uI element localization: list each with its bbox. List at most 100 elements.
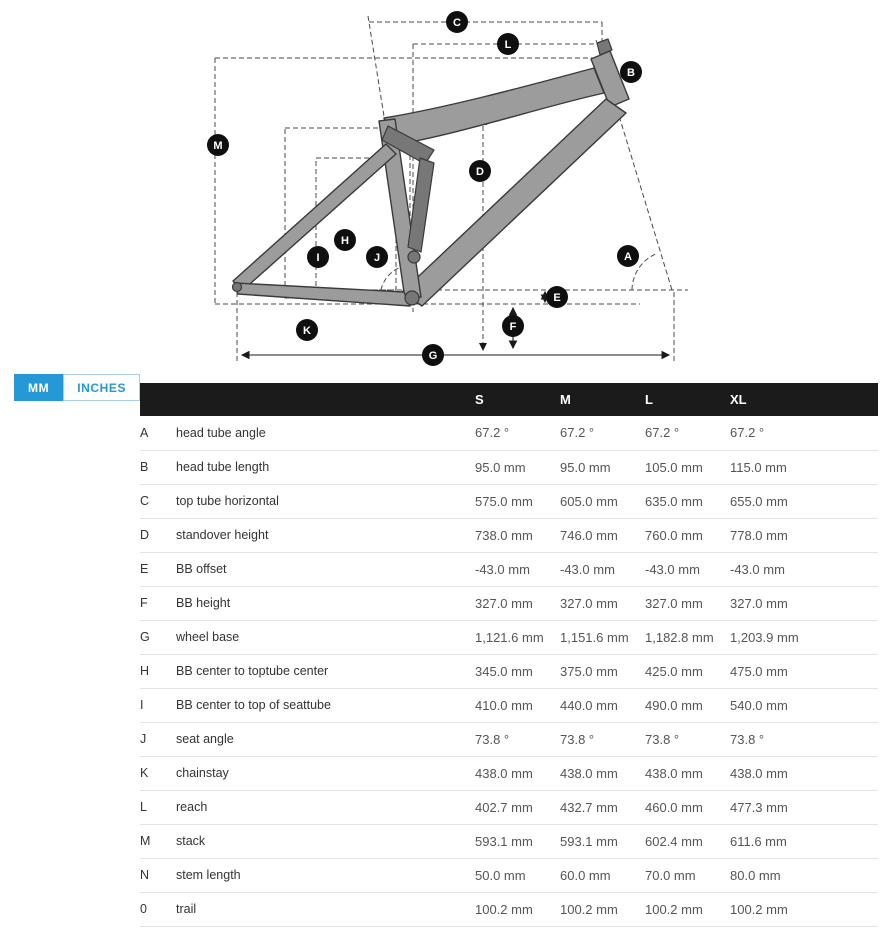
row-letter: G [140, 620, 176, 655]
column-header-xl: XL [730, 383, 878, 416]
diagram-label-text: D [476, 166, 484, 178]
row-value-s: 738.0 mm [475, 518, 560, 553]
row-letter: M [140, 824, 176, 859]
lower-pivot [407, 250, 421, 264]
row-name: BB center to top of seattube [176, 688, 475, 723]
row-value-m: 67.2 ° [560, 416, 645, 451]
header-empty-letter [140, 383, 176, 416]
row-value-xl: 327.0 mm [730, 586, 878, 621]
row-value-l: 100.2 mm [645, 892, 730, 927]
row-value-l: 1,182.8 mm [645, 620, 730, 655]
units-mm-button[interactable]: MM [14, 374, 64, 401]
row-value-s: 345.0 mm [475, 654, 560, 689]
row-value-s: 95.0 mm [475, 450, 560, 485]
row-letter: J [140, 722, 176, 757]
diagram-label-d [469, 160, 491, 182]
row-name: standover height [176, 518, 475, 553]
row-name: trail [176, 892, 475, 927]
row-value-xl: 475.0 mm [730, 654, 878, 689]
row-value-xl: -43.0 mm [730, 552, 878, 587]
row-value-m: 605.0 mm [560, 484, 645, 519]
row-name: top tube horizontal [176, 484, 475, 519]
row-name: seat angle [176, 722, 475, 757]
diagram-label-text: K [303, 325, 311, 337]
row-value-s: 402.7 mm [475, 790, 560, 825]
row-letter: 0 [140, 892, 176, 927]
diagram-label-e [546, 286, 568, 308]
diagram-label-a [617, 245, 639, 267]
row-value-m: 95.0 mm [560, 450, 645, 485]
row-value-l: 327.0 mm [645, 586, 730, 621]
row-value-l: 602.4 mm [645, 824, 730, 859]
row-value-m: 100.2 mm [560, 892, 645, 927]
row-letter: H [140, 654, 176, 689]
row-letter: K [140, 756, 176, 791]
bottom-bracket [404, 290, 420, 306]
row-name: stack [176, 824, 475, 859]
row-value-xl: 100.2 mm [730, 892, 878, 927]
row-value-xl: 67.2 ° [730, 416, 878, 451]
diagram-label-text: B [627, 67, 635, 79]
diagram-label-text: C [453, 17, 461, 29]
diagram-label-text: F [510, 321, 517, 333]
row-value-l: 425.0 mm [645, 654, 730, 689]
row-value-l: -43.0 mm [645, 552, 730, 587]
diagram-label-text: J [374, 252, 380, 264]
row-value-s: 1,121.6 mm [475, 620, 560, 655]
row-value-m: -43.0 mm [560, 552, 645, 587]
column-header-s: S [475, 383, 560, 416]
row-name: BB offset [176, 552, 475, 587]
diagram-label-l [497, 33, 519, 55]
row-value-s: 410.0 mm [475, 688, 560, 723]
row-value-l: 635.0 mm [645, 484, 730, 519]
row-value-s: 50.0 mm [475, 858, 560, 893]
row-name: stem length [176, 858, 475, 893]
diagram-label-i [307, 246, 329, 268]
row-letter: L [140, 790, 176, 825]
row-value-s: 67.2 ° [475, 416, 560, 451]
row-value-m: 60.0 mm [560, 858, 645, 893]
row-value-xl: 540.0 mm [730, 688, 878, 723]
row-value-m: 327.0 mm [560, 586, 645, 621]
row-letter: E [140, 552, 176, 587]
column-header-l: L [645, 383, 730, 416]
diagram-label-f [502, 315, 524, 337]
row-value-l: 67.2 ° [645, 416, 730, 451]
units-inches-button[interactable]: INCHES [63, 374, 141, 401]
diagram-label-c [446, 11, 468, 33]
diagram-label-j [366, 246, 388, 268]
row-name: BB height [176, 586, 475, 621]
row-value-l: 70.0 mm [645, 858, 730, 893]
diagram-label-text: A [624, 251, 632, 263]
row-value-l: 460.0 mm [645, 790, 730, 825]
row-value-m: 375.0 mm [560, 654, 645, 689]
row-value-m: 440.0 mm [560, 688, 645, 723]
diagram-label-b [620, 61, 642, 83]
rear-dropout [231, 281, 243, 293]
diagram-label-text: E [553, 292, 560, 304]
row-value-l: 73.8 ° [645, 722, 730, 757]
row-value-m: 1,151.6 mm [560, 620, 645, 655]
row-name: wheel base [176, 620, 475, 655]
diagram-label-m [207, 134, 229, 156]
row-value-s: -43.0 mm [475, 552, 560, 587]
row-value-s: 593.1 mm [475, 824, 560, 859]
row-name: reach [176, 790, 475, 825]
row-letter: I [140, 688, 176, 723]
row-value-xl: 477.3 mm [730, 790, 878, 825]
row-value-xl: 438.0 mm [730, 756, 878, 791]
